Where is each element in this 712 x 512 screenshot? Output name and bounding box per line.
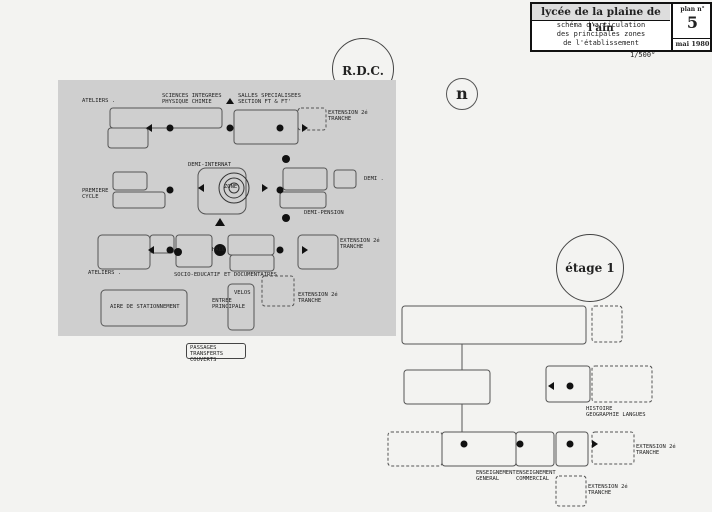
north-indicator-icon: n bbox=[446, 78, 478, 110]
etage-title: étage 1 bbox=[565, 261, 615, 275]
label-ateliers-top: ATELIERS . bbox=[82, 98, 116, 104]
label-extension-mid: EXTENSION 2é TRANCHE bbox=[340, 238, 380, 250]
school-name: lycée de la plaine de l'ain bbox=[532, 4, 670, 34]
plan-description: schéma d'articulation des principales zo… bbox=[532, 21, 670, 48]
legend-box: PASSAGES TRANSFERTS COUVERTS bbox=[186, 343, 246, 363]
rdc-title: R.D.C. bbox=[342, 64, 384, 78]
label-sciences: SCIENCES INTEGREES PHYSIQUE CHIMIE bbox=[162, 93, 222, 105]
legend-label: PASSAGES TRANSFERTS COUVERTS bbox=[190, 345, 224, 363]
plan-number: 5 bbox=[686, 13, 699, 32]
label-socio-educatif: SOCIO-EDUCATIF bbox=[174, 272, 221, 278]
plan-number-cell: plan n° 5 mai 1980 bbox=[671, 4, 712, 50]
label-ateliers-bottom: ATELIERS . bbox=[88, 270, 122, 276]
rdc-plan-panel: ATELIERS . SCIENCES INTEGREES PHYSIQUE C… bbox=[58, 80, 396, 336]
etage-title-circle: étage 1 bbox=[556, 234, 624, 302]
scale-label: 1/500° bbox=[630, 51, 656, 59]
plan-label: plan n° bbox=[680, 6, 705, 13]
label-extension-bottom: EXTENSION 2é TRANCHE bbox=[298, 292, 338, 304]
label-salles-specialisees: SALLES SPECIALISEES SECTION FT & FT' bbox=[238, 93, 301, 105]
etage-plan-drawing bbox=[387, 305, 653, 507]
label-demi-pension: DEMI-PENSION bbox=[304, 210, 344, 216]
label-hall: HALL bbox=[212, 247, 226, 253]
label-documentaires: ET DOCUMENTAIRES bbox=[224, 272, 277, 278]
label-velos: VELOS bbox=[234, 290, 251, 296]
label-demi-internat: DEMI-INTERNAT bbox=[188, 162, 232, 168]
title-block: lycée de la plaine de l'ain schéma d'art… bbox=[530, 2, 712, 52]
label-premiere-cycle: PREMIERE CYCLE bbox=[82, 188, 109, 200]
label-extension-right: EXTENSION 2é TRANCHE bbox=[636, 444, 676, 456]
rdc-plan-drawing bbox=[97, 98, 357, 331]
label-enseignement-general: ENSEIGNEMENT GENERAL bbox=[476, 470, 516, 482]
plan-date: mai 1980 bbox=[673, 38, 712, 48]
label-demi: DEMI . bbox=[364, 176, 384, 182]
label-extension-bottom-etage: EXTENSION 2é TRANCHE bbox=[588, 484, 628, 496]
label-histoire: HISTOIRE GEOGRAPHIE LANGUES bbox=[586, 406, 646, 418]
label-enseignement-commercial: ENSEIGNEMENT COMMERCIAL bbox=[516, 470, 556, 482]
label-extension-top: EXTENSION 2é TRANCHE bbox=[328, 110, 368, 122]
subtitle-line: des principales zones bbox=[556, 30, 646, 38]
label-entree-principale: ENTREE PRINCIPALE bbox=[212, 298, 246, 310]
subtitle-line: schéma d'articulation bbox=[556, 21, 646, 29]
label-zone: ZONE bbox=[224, 184, 238, 190]
label-aire-stationnement: AIRE DE STATIONNEMENT bbox=[110, 304, 180, 310]
subtitle-line: de l'établissement bbox=[563, 39, 639, 47]
